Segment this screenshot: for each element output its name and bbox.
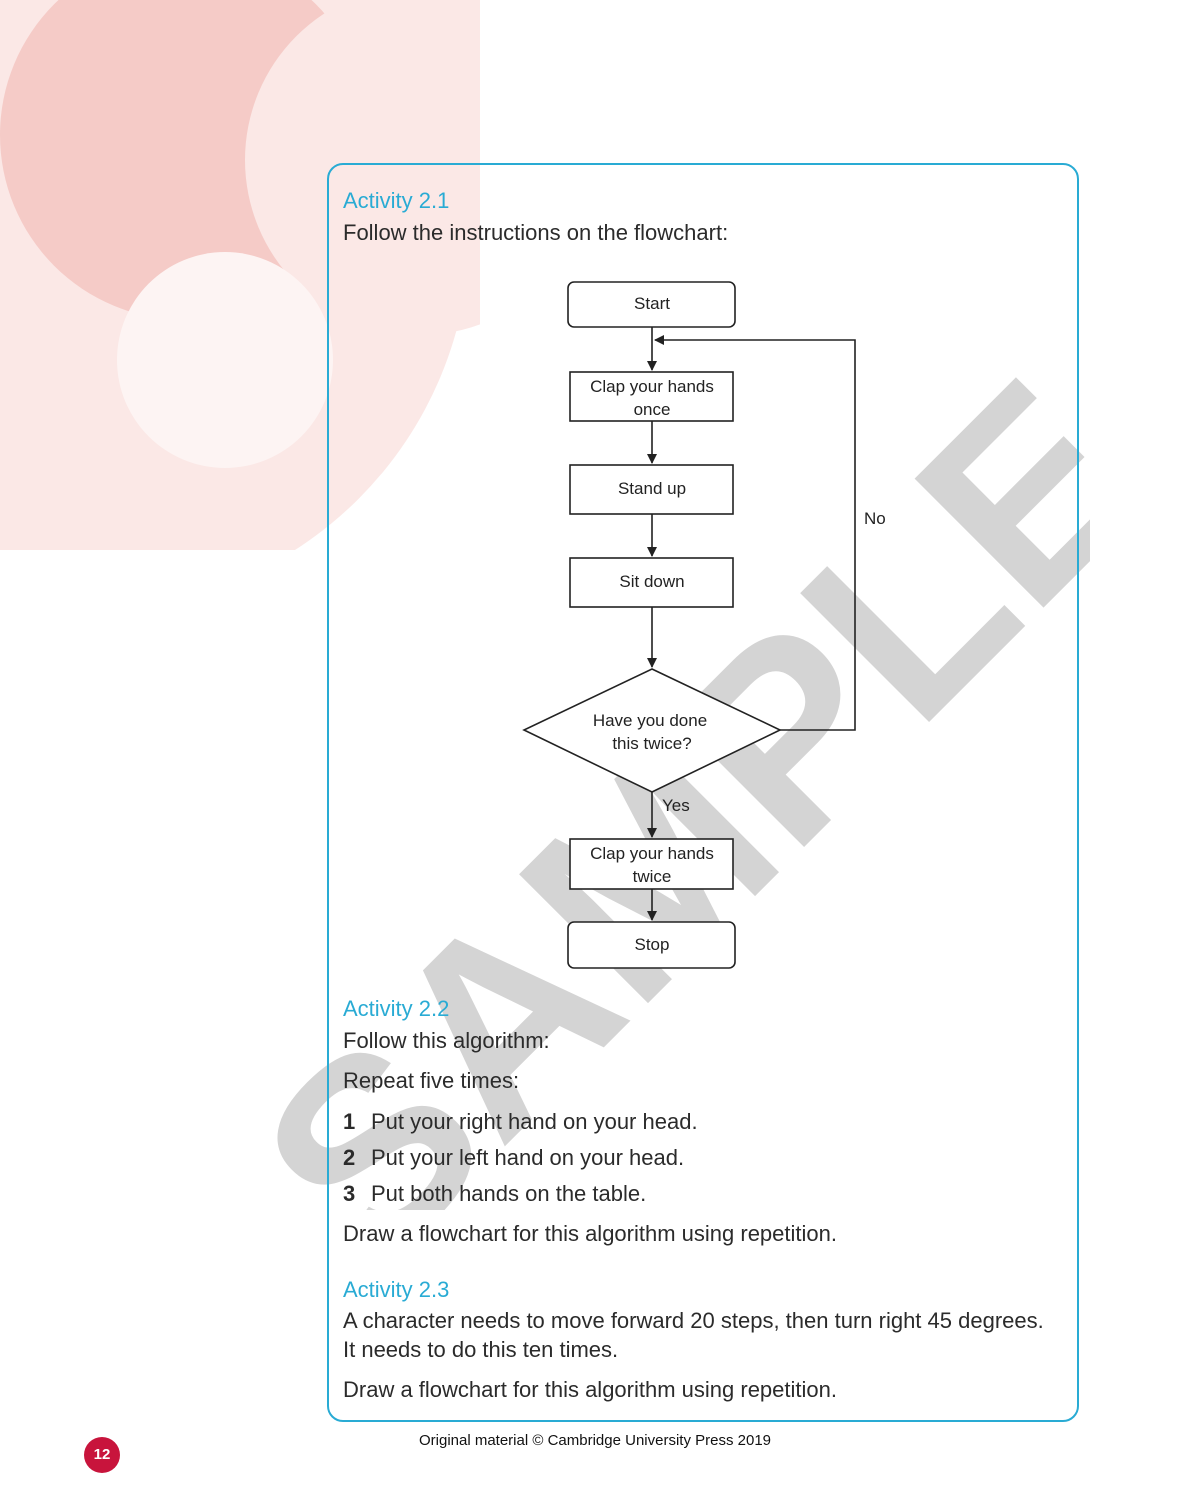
- activity-2-2-task: Draw a flowchart for this algorithm usin…: [343, 1221, 837, 1246]
- activity-2-3-task: Draw a flowchart for this algorithm usin…: [343, 1377, 837, 1402]
- step-text: Put your right hand on your head.: [371, 1109, 698, 1134]
- step-number: 1: [343, 1109, 356, 1134]
- activity-card: [327, 163, 1079, 1422]
- list-item: 3 Put both hands on the table.: [343, 1181, 646, 1207]
- start-terminal: [567, 281, 736, 328]
- list-item: 2 Put your left hand on your head.: [343, 1145, 684, 1171]
- copyright-footer: Original material © Cambridge University…: [418, 1432, 772, 1449]
- clap-twice-box: [569, 838, 734, 890]
- step-number: 3: [343, 1181, 356, 1206]
- activity-2-1-title: Activity 2.1: [343, 188, 450, 213]
- activity-2-1-intro: Follow the instructions on the flowchart…: [343, 220, 729, 245]
- clap-once-box: [569, 371, 734, 422]
- sit-down-label: Sit down: [619, 572, 684, 591]
- list-item: 1 Put your right hand on your head.: [343, 1109, 698, 1135]
- clap-once-label-line1: Clap your hands: [590, 377, 714, 396]
- start-label: Start: [634, 294, 670, 313]
- step-number: 2: [343, 1145, 356, 1170]
- decision-label-line1: Have you done: [593, 711, 707, 730]
- activity-2-3-line1: A character needs to move forward 20 ste…: [343, 1308, 1044, 1333]
- clap-once-label-line2: once: [634, 400, 671, 419]
- stand-up-box: [569, 464, 734, 515]
- background-decoration: [0, 0, 480, 550]
- step-text: Put both hands on the table.: [371, 1181, 647, 1206]
- sit-down-box: [569, 557, 734, 608]
- no-label: No: [864, 509, 886, 528]
- activity-2-3-title: Activity 2.3: [343, 1277, 450, 1302]
- step-text: Put your left hand on your head.: [371, 1145, 685, 1170]
- activity-2-2-repeat: Repeat five times:: [343, 1068, 520, 1093]
- stop-label: Stop: [635, 935, 670, 954]
- yes-label: Yes: [662, 796, 690, 815]
- activity-2-3-line2: It needs to do this ten times.: [343, 1337, 619, 1362]
- activity-2-2-title: Activity 2.2: [343, 996, 450, 1021]
- arrow-decision-no-loop: [654, 335, 856, 731]
- stop-terminal: [567, 921, 736, 969]
- decision-diamond: [522, 668, 782, 793]
- clap-twice-label-line2: twice: [633, 867, 672, 886]
- activity-2-2-intro: Follow this algorithm:: [343, 1028, 550, 1053]
- decision-label-line2: this twice?: [612, 734, 691, 753]
- clap-twice-label-line1: Clap your hands: [590, 844, 714, 863]
- flowchart: Start Clap your hands once Stand up Sit …: [522, 281, 886, 969]
- stand-up-label: Stand up: [618, 479, 686, 498]
- page-number-badge: 12: [84, 1437, 120, 1473]
